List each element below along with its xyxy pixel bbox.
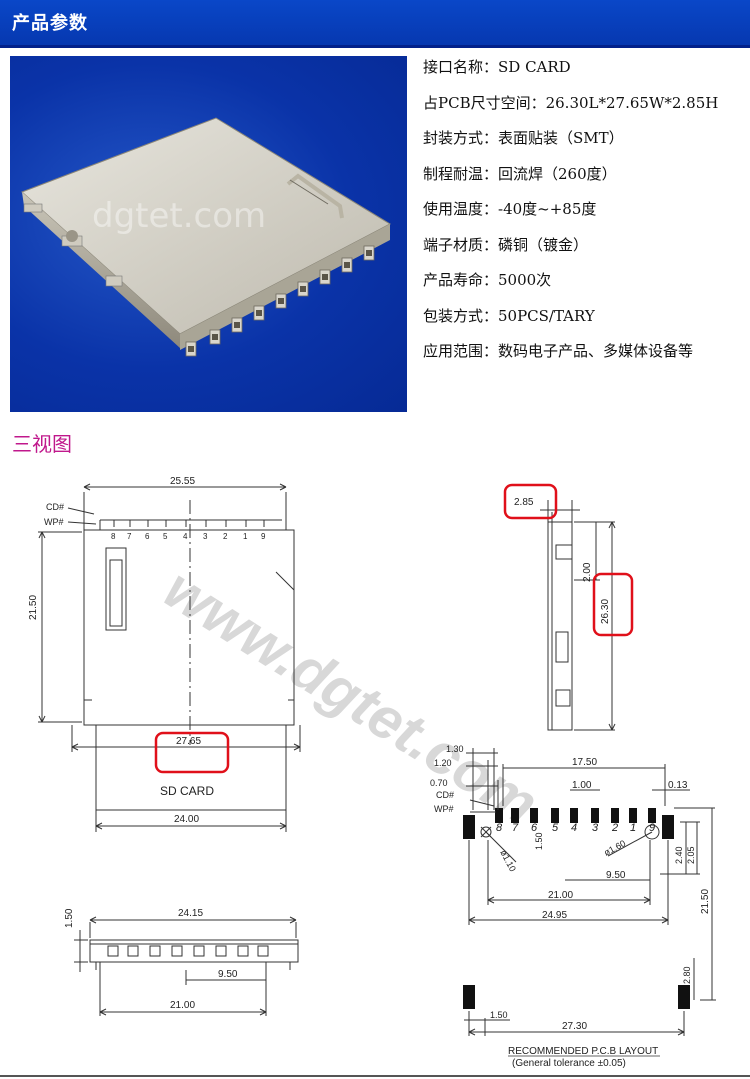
pin-label: 5: [163, 532, 168, 541]
pcb-pin-label: 9: [649, 822, 655, 834]
top-view-body: [83, 529, 295, 726]
spec-application: 应用范围：数码电子产品、多媒体设备等: [423, 342, 694, 360]
front-view-body: [89, 939, 299, 963]
spec-package: 封装方式：表面贴装（SMT）: [423, 129, 624, 147]
dim-21-50-pcb: 21.50: [700, 889, 711, 914]
pcb-tolerance: (General tolerance ±0.05): [512, 1058, 626, 1069]
dim-2-40: 2.40: [674, 846, 684, 864]
dim-2-80: 2.80: [682, 966, 692, 984]
pin-label: 6: [145, 532, 150, 541]
pcb-caption: RECOMMENDED P.C.B LAYOUT: [508, 1046, 658, 1057]
pcb-pin-label: 8: [496, 822, 503, 834]
front-view-pins: [107, 945, 269, 957]
dim-21-00-front: 21.00: [170, 1000, 195, 1011]
cd-label-top: CD#: [46, 502, 64, 512]
pin-label: 2: [223, 532, 228, 541]
card-label: SD CARD: [160, 784, 214, 798]
dim-1-00: 1.00: [572, 780, 592, 791]
dim-2-00: 2.00: [582, 562, 593, 582]
wp-label-pcb: WP#: [434, 804, 454, 814]
pin-label: 8: [111, 532, 116, 541]
spec-list: 接口名称：SD CARD 占PCB尺寸空间：26.30L*27.65W*2.85…: [423, 54, 750, 374]
dim-24-15: 24.15: [178, 908, 203, 919]
sd-connector-illustration: [21, 117, 392, 357]
dim-0-13: 0.13: [668, 780, 688, 791]
dim-24-00: 24.00: [174, 814, 199, 825]
pcb-pin-label: 4: [571, 822, 577, 834]
spec-terminal-material: 端子材质：磷铜（镀金）: [423, 235, 589, 254]
pcb-pin-label: 6: [531, 822, 538, 834]
dim-24-95: 24.95: [542, 910, 567, 921]
dim-0-70: 0.70: [430, 778, 448, 788]
side-view-body: [547, 521, 573, 731]
top-view-pins: [113, 520, 265, 527]
dim-21-00-pcb: 21.00: [548, 890, 573, 901]
cd-label-pcb: CD#: [436, 790, 454, 800]
bottom-divider: [0, 1075, 750, 1077]
dim-1-20: 1.20: [434, 758, 452, 768]
spec-lifespan: 产品寿命：5000次: [423, 271, 552, 289]
highlight-26-30: [592, 572, 634, 637]
pin-label: 4: [183, 532, 188, 541]
spec-pcb-space: 占PCB尺寸空间：26.30L*27.65W*2.85H: [423, 93, 719, 112]
section-title: 产品参数: [12, 13, 88, 34]
dim-hole-1-60: ø1.60: [602, 838, 627, 858]
photo-watermark: dgtet.com: [92, 196, 267, 236]
dim-1-50-bottom: 1.50: [490, 1010, 508, 1020]
pin-label: 9: [261, 532, 266, 541]
pcb-pin-label: 7: [512, 822, 519, 834]
pcb-pads: [463, 808, 690, 1009]
spec-packing: 包装方式：50PCS/TARY: [423, 306, 595, 325]
pcb-pin-label: 5: [552, 822, 559, 834]
dim-1-30: 1.30: [446, 744, 464, 754]
views-title: 三视图: [12, 432, 72, 456]
pcb-pin-label: 1: [630, 822, 636, 834]
dim-27-30: 27.30: [562, 1021, 587, 1032]
pcb-pin-label: 2: [611, 822, 618, 834]
dim-9-50-pcb: 9.50: [606, 870, 626, 881]
spec-process-temp: 制程耐温：回流焊（260度）: [423, 164, 617, 183]
dim-1-50-front: 1.50: [64, 908, 75, 928]
dim-9-50-front: 9.50: [218, 969, 238, 980]
pcb-pin-label: 3: [592, 822, 599, 834]
highlight-2-85: [503, 483, 558, 520]
wp-label-top: WP#: [44, 517, 64, 527]
product-photo: dgtet.com: [10, 56, 407, 412]
dim-2-85: 2.85: [514, 497, 534, 508]
pin-label: 1: [243, 532, 248, 541]
dim-26-30: 26.30: [600, 599, 611, 624]
pin-label: 3: [203, 532, 208, 541]
spec-operating-temp: 使用温度：-40度~+85度: [423, 200, 597, 218]
dim-21-50: 21.50: [28, 595, 39, 620]
three-view-drawing: www.dgtet.com: [28, 476, 716, 1069]
pin-label: 7: [127, 532, 132, 541]
section-header: 产品参数: [0, 0, 750, 48]
dim-17-50: 17.50: [572, 757, 597, 768]
dim-2-05: 2.05: [686, 846, 696, 864]
highlight-27-65: [154, 731, 230, 774]
dim-1-50-pcb: 1.50: [534, 832, 544, 850]
dim-25-55: 25.55: [170, 476, 195, 487]
spec-interface: 接口名称：SD CARD: [423, 58, 571, 76]
dim-27-65: 27.65: [176, 736, 201, 747]
